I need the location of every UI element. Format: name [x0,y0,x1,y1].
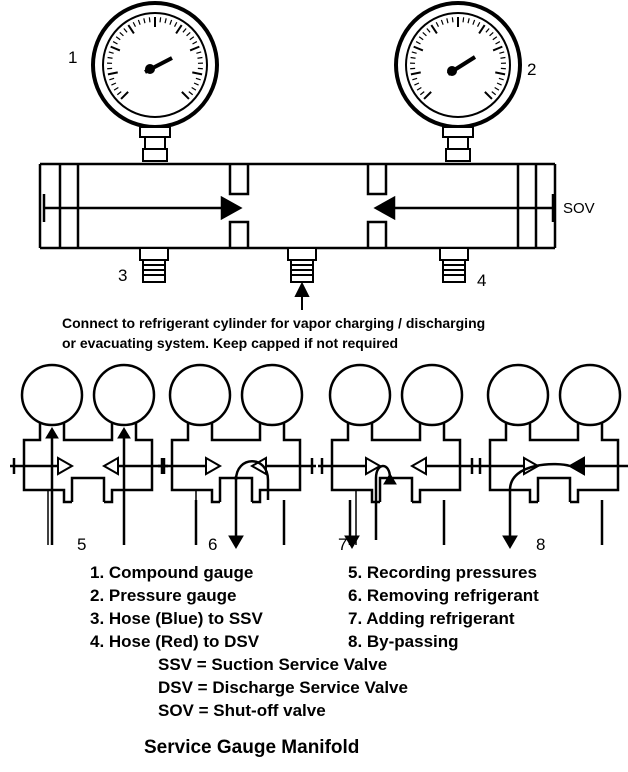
hose-fitting-3 [139,247,169,283]
legend-item-4: 4. Hose (Red) to DSV [90,632,260,651]
legend-item-2: 2. Pressure gauge [90,586,237,605]
legend-item-8: 8. By-passing [348,632,459,651]
left-valve-stem [42,194,243,222]
mode-schematic-6 [158,363,316,549]
right-valve-stem [373,194,555,222]
mode-label-5: 5 [77,535,87,554]
label-gauge-2: 2 [527,60,537,79]
label-gauge-1: 1 [68,48,78,67]
legend-right: 5. Recording pressures 6. Removing refri… [348,561,539,653]
legend-item-5: 5. Recording pressures [348,563,537,582]
legend-item-6: 6. Removing refrigerant [348,586,539,605]
abbr-sov: SOV = Shut-off valve [158,701,326,720]
abbr-ssv: SSV = Suction Service Valve [158,655,388,674]
pressure-gauge [394,1,522,162]
mode-schematic-8 [476,363,628,549]
abbreviations: SSV = Suction Service Valve DSV = Discha… [158,653,408,722]
mode-schematic-7 [318,363,476,549]
manifold-body [38,162,557,250]
note-line-1: Connect to refrigerant cylinder for vapo… [62,315,486,331]
center-port-arrow [294,281,310,310]
legend-item-1: 1. Compound gauge [90,563,254,582]
note-line-2: or evacuating system. Keep capped if not… [62,335,399,351]
compound-gauge [91,1,219,162]
label-sov: SOV [563,200,595,217]
hose-fitting-center [287,247,317,283]
label-hose-4: 4 [477,271,487,290]
mode-label-7: 7 [338,535,348,554]
diagram-title: Service Gauge Manifold [144,737,360,758]
legend-item-7: 7. Adding refrigerant [348,609,515,628]
mode-label-8: 8 [536,535,546,554]
mode-schematic-5 [10,363,168,545]
hose-fitting-4 [439,247,469,283]
abbr-dsv: DSV = Discharge Service Valve [158,678,408,697]
mode-label-6: 6 [208,535,218,554]
legend-item-3: 3. Hose (Blue) to SSV [90,609,263,628]
legend-left: 1. Compound gauge 2. Pressure gauge 3. H… [90,561,263,653]
label-hose-3: 3 [118,266,128,285]
